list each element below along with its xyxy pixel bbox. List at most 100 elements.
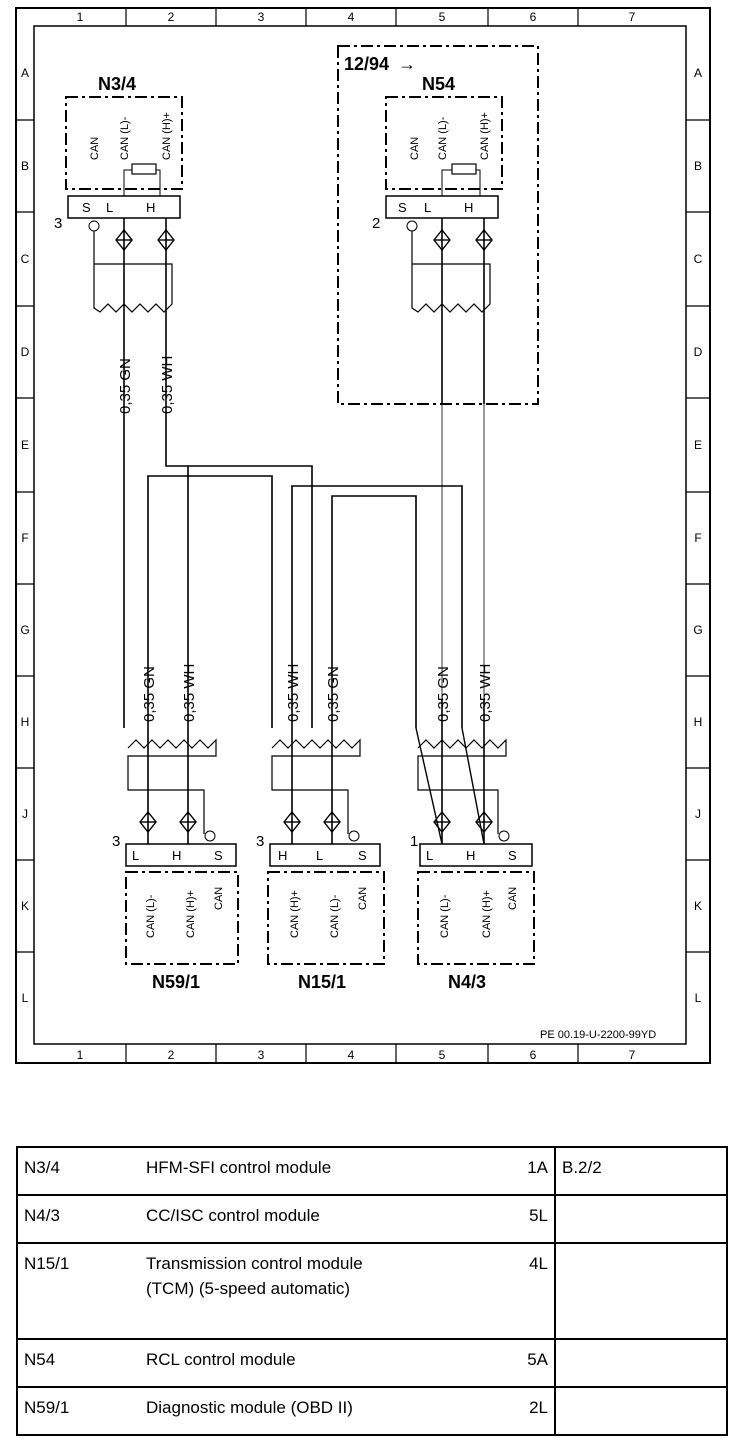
module-n15-1: 3 H L S CAN (H)+ CAN (L)- CAN N15/1 [256,728,385,992]
grid-row-label-left: J [22,807,28,821]
legend-code: N54 [16,1338,140,1388]
grid-column-label-top: 5 [439,10,446,24]
module-n3-4: N3/4 CAN CAN (L)- CAN (H)+ S L H 3 0,35 … [54,74,183,422]
n59-1-can-h-label: CAN (H)+ [185,890,197,938]
grid-row-label-left: E [21,438,29,452]
n3-4-gn-wire-label: 0,35 GN [117,358,134,414]
legend-code: N15/1 [16,1242,140,1340]
n59-1-wh-wire-label: 0,35 WH [181,664,198,722]
n4-3-gn-wire-label: 0,35 GN [435,666,452,722]
module-n59-1-label: N59/1 [152,972,200,992]
n59-1-pin-h: H [172,848,181,863]
frame-inner [33,25,687,1045]
grid-column-label-bottom: 7 [629,1048,636,1062]
legend-description-line: RCL control module [146,1350,296,1369]
grid-row-label-right: K [694,899,702,913]
grid-row-label-right: D [694,345,703,359]
n4-3-can-h-label: CAN (H)+ [481,890,493,938]
grid-row-label-right: L [695,991,702,1005]
module-n15-1-label: N15/1 [298,972,346,992]
n54-termination-resistor [451,163,477,175]
legend-location: 4L [482,1242,556,1340]
grid-row-label-left: B [21,159,29,173]
grid-row-label-right: C [694,252,703,266]
n15-1-can-l-label: CAN (L)- [329,894,341,938]
grid-column-label-top: 7 [629,10,636,24]
legend-description: CC/ISC control module [140,1194,482,1244]
grid-row-label-right: J [695,807,701,821]
n15-1-connector-number: 3 [256,833,264,850]
grid-row-label-left: A [21,66,29,80]
grid-column-label-top: 3 [258,10,265,24]
drawing-reference: PE 00.19-U-2200-99YD [540,1029,656,1041]
module-n4-3-label: N4/3 [448,972,486,992]
legend-description-line: CC/ISC control module [146,1206,320,1225]
grid-column-label-bottom: 3 [258,1048,265,1062]
legend-description-line: Transmission control module [146,1254,363,1273]
n15-1-pin-s: S [358,848,367,863]
n59-1-gn-wire-label: 0,35 GN [141,666,158,722]
n3-4-can-label: CAN [89,137,101,160]
n15-1-shield [271,738,361,834]
legend-code: N4/3 [16,1194,140,1244]
grid-row-label-right: A [694,66,702,80]
legend-description-line: HFM-SFI control module [146,1158,332,1177]
arrow-icon: → [398,54,416,74]
n3-4-can-h-label: CAN (H)+ [161,112,173,160]
n59-1-can-label: CAN [213,887,225,910]
n54-pin-s: S [398,200,407,215]
legend-code: N59/1 [16,1386,140,1436]
legend-reference [554,1242,728,1340]
n59-1-pin-l: L [132,848,139,863]
legend-reference [554,1338,728,1388]
legend-description: HFM-SFI control module [140,1146,482,1196]
legend-description: RCL control module [140,1338,482,1388]
grid-row-label-left: F [21,531,28,545]
legend-reference: B.2/2 [554,1146,728,1196]
n3-4-pin-h: H [146,200,155,215]
module-n59-1: 3 L H S CAN (L)- CAN (H)+ CAN N59/1 [112,728,239,992]
n15-1-pin-l: L [316,848,323,863]
n59-1-connector [125,843,237,867]
n4-3-can-label: CAN [507,887,519,910]
grid-row-label-right: G [693,623,702,637]
legend-location: 1A [482,1146,556,1196]
n54-date-note: 12/94 [344,54,389,74]
grid-row-label-left: C [21,252,30,266]
n3-4-pin-s: S [82,200,91,215]
grid-column-label-bottom: 4 [348,1048,355,1062]
grid-row-label-left: D [21,345,30,359]
n59-1-connector-number: 3 [112,833,120,850]
n15-1-pin-h: H [278,848,287,863]
grid-row-label-left: K [21,899,29,913]
module-n54: 12/94 → N54 CAN CAN (L)- CAN (H)+ S L H … [337,45,539,700]
n54-pin-h: H [464,200,473,215]
grid-row-label-right: B [694,159,702,173]
n15-1-can-h-label: CAN (H)+ [289,890,301,938]
grid-row-label-left: H [21,715,30,729]
grid-row-label-right: E [694,438,702,452]
n54-can-h-label: CAN (H)+ [479,112,491,160]
grid-row-label-right: F [694,531,701,545]
legend-reference [554,1194,728,1244]
grid-row-label-left: G [20,623,29,637]
n54-shield [411,231,491,313]
n4-3-can-l-label: CAN (L)- [439,894,451,938]
legend-description-line: Diagnostic module (OBD II) [146,1398,353,1417]
n4-3-pin-s: S [508,848,517,863]
n3-4-pin-l: L [106,200,113,215]
frame-outer [15,7,711,1064]
legend-location: 2L [482,1386,556,1436]
legend-code: N3/4 [16,1146,140,1196]
legend-reference [554,1386,728,1436]
grid-column-label-bottom: 5 [439,1048,446,1062]
n3-4-can-l-label: CAN (L)- [119,116,131,160]
n59-1-can-l-label: CAN (L)- [145,894,157,938]
n4-3-pin-h: H [466,848,475,863]
grid-column-label-bottom: 1 [77,1048,84,1062]
